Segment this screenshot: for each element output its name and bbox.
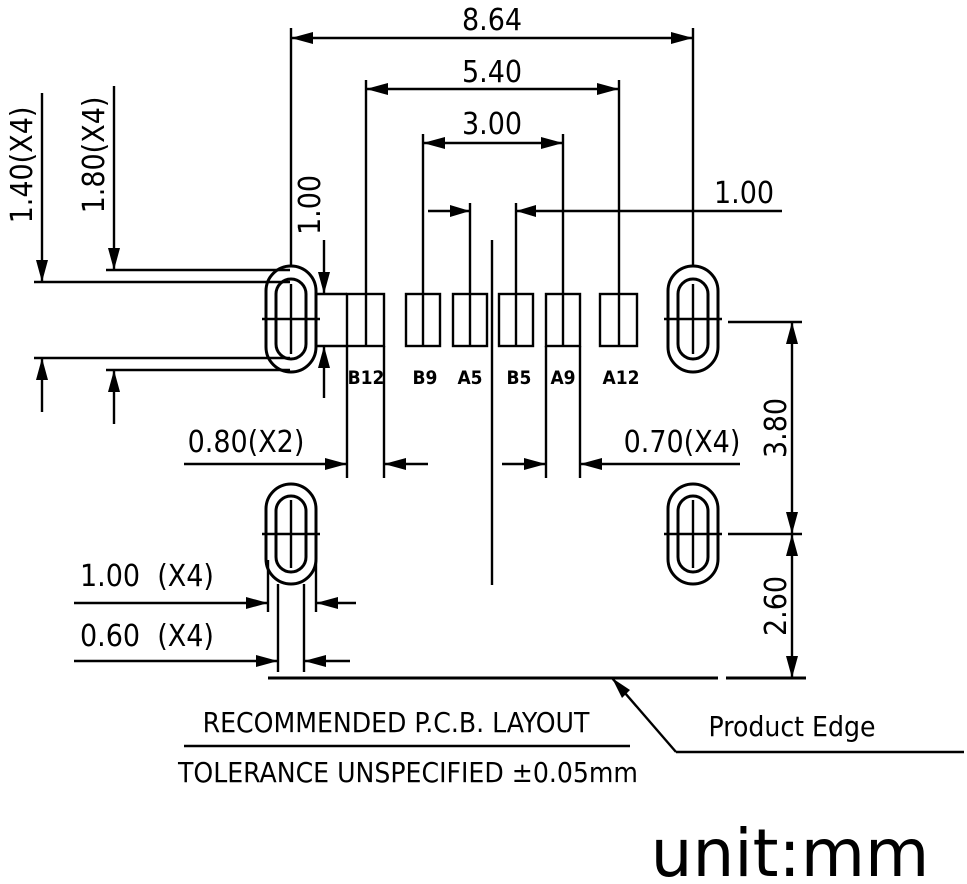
- pad-a12: [598, 292, 639, 348]
- dim-text-1-00-pad: 1.00: [293, 175, 328, 235]
- product-edge-label: Product Edge: [709, 710, 876, 743]
- drawing-notes: RECOMMENDED P.C.B. LAYOUT TOLERANCE UNSP…: [177, 706, 638, 789]
- dim-hole-inner-height: 1.40(X4): [5, 93, 290, 412]
- dim-narrow-pad-width: 0.70(X4): [502, 346, 740, 478]
- dim-center-gap: 1.00: [428, 176, 782, 294]
- dim-hole-inner-width: 0.60 (X4): [74, 584, 350, 672]
- dim-edge-distance: 2.60: [759, 534, 798, 678]
- dim-pad-height: 1.00: [293, 175, 347, 398]
- dim-text-8-64: 8.64: [462, 3, 522, 38]
- dim-overall-width: 8.64: [289, 3, 695, 266]
- slotted-hole-top-left: [262, 264, 320, 374]
- dim-outer-pin-span: 5.40: [364, 55, 621, 294]
- dim-text-1-80: 1.80(X4): [77, 97, 112, 214]
- layout-title: RECOMMENDED P.C.B. LAYOUT: [203, 706, 590, 739]
- dim-inner-pin-span: 3.00: [421, 107, 565, 294]
- dim-text-3-80: 3.80: [759, 398, 794, 458]
- smt-pads: [345, 292, 639, 348]
- tolerance-note: TOLERANCE UNSPECIFIED ±0.05mm: [177, 756, 638, 789]
- unit-label: unit:mm: [651, 815, 930, 884]
- pad-a9: [544, 292, 582, 348]
- slotted-hole-top-right: [664, 264, 722, 374]
- pin-labels: B12 B9 A5 B5 A9 A12: [348, 367, 640, 389]
- pad-b5: [497, 292, 535, 348]
- dim-text-3-00: 3.00: [462, 107, 522, 142]
- dim-text-1-40: 1.40(X4): [5, 107, 40, 224]
- pin-label-b9: B9: [413, 367, 438, 389]
- pad-b9: [404, 292, 442, 348]
- dim-wide-pad-width: 0.80(X2): [184, 346, 428, 478]
- product-edge: Product Edge: [268, 676, 964, 754]
- dim-hole-outer-width: 1.00 (X4): [74, 559, 356, 612]
- dim-hole-row-spacing: 3.80: [728, 320, 802, 536]
- dim-text-2-60: 2.60: [759, 576, 794, 636]
- pin-label-a5: A5: [457, 367, 482, 389]
- pin-label-b5: B5: [507, 367, 532, 389]
- dim-text-5-40: 5.40: [462, 55, 522, 90]
- dim-text-1-00-x4: 1.00 (X4): [80, 559, 214, 594]
- dim-text-0-60-x4: 0.60 (X4): [80, 619, 214, 654]
- pin-label-a12: A12: [602, 367, 639, 389]
- dim-text-0-80: 0.80(X2): [188, 425, 305, 460]
- slotted-hole-bottom-right: [664, 482, 722, 586]
- dim-hole-outer-height: 1.80(X4): [77, 86, 290, 424]
- pad-a5: [451, 292, 489, 348]
- pad-b12: [345, 292, 386, 348]
- dim-text-0-70: 0.70(X4): [624, 425, 741, 460]
- pin-label-a9: A9: [550, 367, 575, 389]
- slotted-hole-bottom-left: [262, 482, 320, 586]
- pin-label-b12: B12: [348, 367, 385, 389]
- dim-text-1-00-gap: 1.00: [714, 176, 774, 211]
